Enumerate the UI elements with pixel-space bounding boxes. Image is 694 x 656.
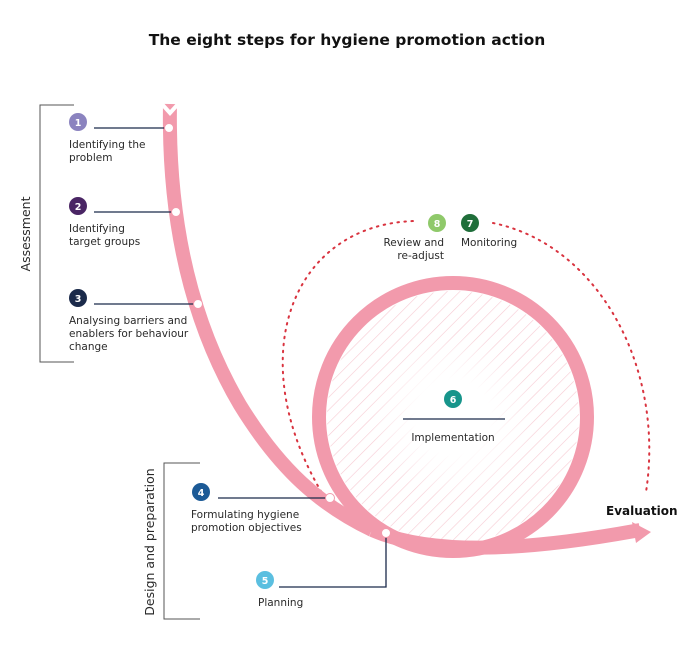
step-8-label-line-1: Review and bbox=[383, 237, 444, 249]
step-3-label-line-1: Analysing barriers and bbox=[69, 315, 187, 327]
step-1-badge bbox=[69, 113, 87, 131]
step-7: 7 Monitoring bbox=[461, 214, 517, 249]
phase-label-design: Design and preparation bbox=[142, 468, 157, 615]
phase-label-assessment: Assessment bbox=[18, 196, 33, 271]
step-4-number: 4 bbox=[198, 488, 205, 499]
step-6: 6 Implementation bbox=[411, 390, 495, 444]
step-3-label-line-2: enablers for behaviour bbox=[69, 328, 189, 340]
step-2-label-line-2: target groups bbox=[69, 236, 140, 248]
step-8-number: 8 bbox=[434, 219, 441, 230]
ribbon-notch bbox=[161, 100, 179, 116]
step-7-number: 7 bbox=[467, 219, 474, 230]
node-step-3 bbox=[193, 299, 203, 309]
step-6-number: 6 bbox=[450, 395, 457, 406]
dotted-loop-left bbox=[281, 220, 415, 499]
step-4: 4 Formulating hygiene promotion objectiv… bbox=[191, 483, 302, 534]
step-2-label-line-1: Identifying bbox=[69, 223, 125, 235]
ribbon-tail bbox=[369, 523, 642, 555]
step-4-label-line-1: Formulating hygiene bbox=[191, 509, 299, 521]
step-2-number: 2 bbox=[75, 202, 82, 213]
step-6-badge bbox=[444, 390, 462, 408]
step-2: 2 Identifying target groups bbox=[69, 197, 140, 248]
node-step-2 bbox=[171, 207, 181, 217]
step-4-badge bbox=[192, 483, 210, 501]
ribbon-arrow-end bbox=[632, 522, 651, 543]
step-7-label-line-1: Monitoring bbox=[461, 237, 517, 249]
step-3-badge bbox=[69, 289, 87, 307]
step-1-label-line-2: problem bbox=[69, 152, 112, 164]
step-1: 1 Identifying the problem bbox=[69, 113, 145, 164]
diagram-title: The eight steps for hygiene promotion ac… bbox=[149, 31, 546, 49]
phase-label-evaluation: Evaluation bbox=[606, 504, 678, 518]
step-2-badge bbox=[69, 197, 87, 215]
step-5-label-line-1: Planning bbox=[258, 597, 303, 609]
step-8-label-line-2: re-adjust bbox=[397, 250, 444, 262]
step-8: 8 Review and re-adjust bbox=[383, 214, 446, 262]
step-3-label-line-3: change bbox=[69, 341, 108, 353]
node-step-5 bbox=[381, 528, 391, 538]
node-step-1 bbox=[164, 123, 174, 133]
step-4-label-line-2: promotion objectives bbox=[191, 522, 302, 534]
step-5-badge bbox=[256, 571, 274, 589]
connector-step-5 bbox=[279, 533, 387, 588]
center-highlight bbox=[371, 335, 535, 499]
node-step-4 bbox=[325, 493, 335, 503]
step-7-badge bbox=[461, 214, 479, 232]
design-bracket bbox=[163, 462, 200, 620]
step-3-number: 3 bbox=[75, 294, 82, 305]
step-5: 5 Planning bbox=[256, 571, 303, 609]
step-3: 3 Analysing barriers and enablers for be… bbox=[69, 289, 189, 353]
step-8-badge bbox=[428, 214, 446, 232]
assessment-bracket bbox=[39, 104, 74, 363]
step-1-label-line-1: Identifying the bbox=[69, 139, 145, 151]
step-6-label-line-1: Implementation bbox=[411, 432, 494, 444]
step-5-number: 5 bbox=[262, 576, 269, 587]
dotted-loop-right bbox=[492, 222, 651, 493]
step-1-number: 1 bbox=[75, 118, 82, 129]
